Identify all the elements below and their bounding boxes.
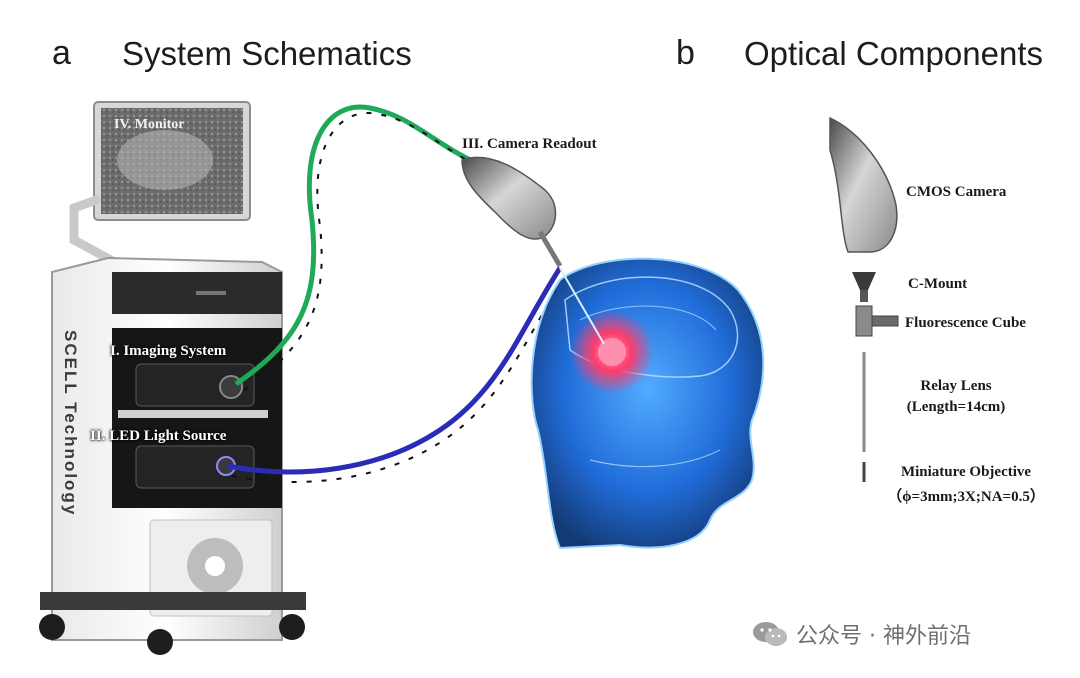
head-illustration xyxy=(530,257,765,550)
brand-label: SCELL Technology xyxy=(61,330,80,517)
miniature-objective-label: Miniature Objective （ϕ=3mm;3X;NA=0.5） xyxy=(866,464,1066,506)
panel-a-letter: a xyxy=(52,34,71,72)
light-cable xyxy=(227,266,563,475)
panel-a-title: System Schematics xyxy=(122,35,412,72)
watermark-text: 公众号 · 神外前沿 xyxy=(796,624,971,649)
fluorescence-cube-label: Fluorescence Cube xyxy=(905,315,1026,331)
wechat-icon xyxy=(753,622,787,646)
handheld-camera xyxy=(461,156,563,268)
imaging-system-label: I. Imaging System xyxy=(110,343,227,359)
monitor-label: IV. Monitor xyxy=(114,117,185,132)
imaging-cart xyxy=(39,256,306,655)
relay-lens-label-line1: Relay Lens xyxy=(920,378,992,394)
fluorescence-cube-drawing xyxy=(855,305,899,337)
monitor xyxy=(69,101,251,270)
camera-readout-label: III. Camera Readout xyxy=(462,136,597,152)
panel-b-title: Optical Components xyxy=(744,35,1043,72)
c-mount-label: C-Mount xyxy=(908,276,968,292)
watermark: 公众号 · 神外前沿 xyxy=(752,618,971,650)
miniature-objective-label-line1: Miniature Objective xyxy=(900,464,1032,480)
cmos-camera-drawing xyxy=(829,116,898,253)
panel-b-letter: b xyxy=(676,34,695,72)
led-light-source-label: II. LED Light Source xyxy=(90,428,227,444)
camera-cable xyxy=(234,104,472,387)
c-mount-drawing xyxy=(852,272,876,302)
cmos-camera-label: CMOS Camera xyxy=(906,184,1007,200)
relay-lens-label: Relay Lens (Length=14cm) xyxy=(886,378,1026,416)
miniature-objective-label-line2: （ϕ=3mm;3X;NA=0.5） xyxy=(887,489,1045,505)
relay-lens-label-line2: (Length=14cm) xyxy=(906,399,1006,415)
